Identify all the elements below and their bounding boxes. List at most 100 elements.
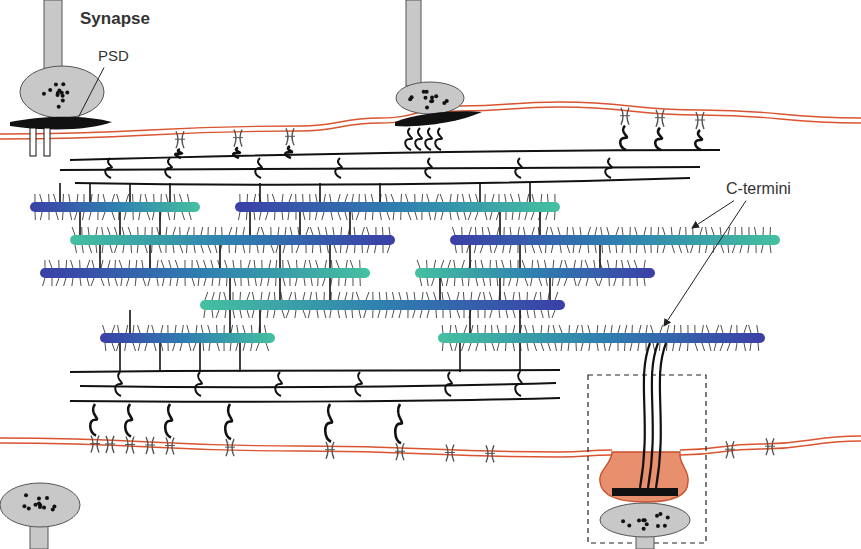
c-terminus-tail — [219, 278, 220, 286]
c-terminus-tail — [522, 260, 525, 268]
c-terminus-tail — [289, 278, 290, 286]
c-terminus-tail — [48, 194, 49, 202]
c-terminus-tail — [102, 212, 105, 220]
c-terminus-tail — [520, 325, 522, 333]
c-terminus-tail — [646, 325, 647, 333]
map-line — [119, 212, 121, 235]
psd-anchor — [44, 128, 50, 156]
c-terminus-tail — [468, 278, 470, 286]
c-terminus-tail — [375, 245, 376, 253]
psd — [395, 111, 482, 126]
c-terminus-tail — [224, 343, 225, 351]
c-terminus-tail — [173, 227, 175, 235]
c-terminus-tail — [581, 260, 583, 268]
vesicle — [410, 95, 414, 99]
c-terminus-tail — [82, 245, 83, 253]
c-terminus-tail — [576, 343, 577, 351]
c-terminus-tail — [380, 212, 381, 220]
c-terminus-tail — [110, 245, 112, 253]
c-terminus-tail — [527, 343, 528, 351]
c-terminus-tail — [317, 278, 318, 286]
psd-label: PSD — [98, 48, 129, 65]
microtubule-rod — [438, 333, 765, 343]
c-terminus-tail — [269, 260, 271, 268]
c-terminus-tail — [352, 278, 353, 286]
c-terminus-tail — [282, 310, 285, 318]
neurofilament — [60, 126, 720, 444]
c-terminus-tail — [490, 310, 492, 318]
c-terminus-tail — [133, 212, 134, 220]
c-terminus-tail — [383, 245, 384, 253]
vesicle — [34, 503, 38, 507]
c-terminus-tail — [687, 325, 688, 333]
c-terminus-tail — [461, 343, 464, 351]
map-line — [129, 310, 131, 333]
c-terminus-tail — [494, 245, 497, 253]
c-terminus-tail — [464, 325, 467, 333]
c-terminus-tail — [89, 245, 92, 253]
c-terminus-tail — [448, 260, 451, 268]
c-terminus-tail — [179, 194, 182, 202]
c-terminus-tail — [235, 245, 237, 253]
c-terminus-tail — [477, 325, 478, 333]
c-terminus-tail — [112, 325, 115, 333]
c-terminus-tail — [137, 245, 139, 253]
c-terminus-tail — [330, 194, 331, 202]
vesicle — [48, 88, 52, 92]
c-terminus-tail — [518, 194, 520, 202]
vesicle — [655, 514, 659, 518]
c-terminus-tail — [667, 325, 669, 333]
c-terminus-tail — [622, 227, 624, 235]
map-line — [439, 278, 441, 300]
presynaptic-bouton — [20, 66, 104, 118]
map-line — [229, 278, 231, 300]
c-terminus-tail — [308, 310, 310, 318]
c-terminus-tail — [483, 292, 485, 300]
synapse — [0, 0, 706, 549]
c-terminus-tail — [252, 310, 254, 318]
c-terminus-tail — [754, 227, 756, 235]
presynaptic-bouton — [0, 483, 80, 527]
c-terminus-tail — [499, 310, 501, 318]
neurofilament-line — [70, 370, 560, 372]
map-line — [119, 343, 121, 372]
c-terminus-tail — [276, 260, 278, 268]
c-terminus-tail — [298, 227, 299, 235]
c-terminus-tail — [114, 227, 117, 235]
c-terminus-tail — [574, 260, 575, 268]
c-terminus-tail — [595, 278, 598, 286]
c-terminus-tail — [161, 194, 162, 202]
c-terminus-tail — [324, 310, 326, 318]
leader-arrow — [664, 201, 746, 326]
c-terminus-tail — [306, 245, 307, 253]
crosslink-strand — [90, 404, 97, 436]
c-terminus-tail — [151, 245, 152, 253]
c-terminus-tail — [560, 245, 561, 253]
c-terminus-tail — [136, 260, 138, 268]
vesicle — [65, 91, 69, 95]
membrane-protein — [620, 115, 630, 116]
c-terminus-tail — [548, 310, 549, 318]
vesicle — [37, 497, 41, 501]
c-terminus-tail — [143, 278, 146, 286]
c-terminus-tail — [512, 212, 514, 220]
c-terminus-tail — [469, 310, 471, 318]
c-terminus-tail — [254, 212, 256, 220]
c-terminus-tail — [407, 310, 408, 318]
map-line — [499, 278, 501, 300]
c-terminus-tail — [289, 194, 292, 202]
c-terminus-tail — [145, 343, 147, 351]
c-terminus-tail — [602, 245, 604, 253]
c-terminus-tail — [135, 278, 137, 286]
c-terminus-tail — [184, 260, 185, 268]
c-terminus-tail — [240, 260, 241, 268]
c-terminus-tail — [687, 343, 689, 351]
c-terminus-tail — [367, 245, 369, 253]
c-terminus-tail — [599, 278, 602, 286]
c-terminus-tail — [165, 245, 166, 253]
c-terminus-tail — [49, 260, 52, 268]
c-terminus-tail — [174, 212, 176, 220]
map-line — [229, 310, 231, 333]
c-terminus-tail — [540, 292, 542, 300]
c-terminus-tail — [282, 212, 284, 220]
